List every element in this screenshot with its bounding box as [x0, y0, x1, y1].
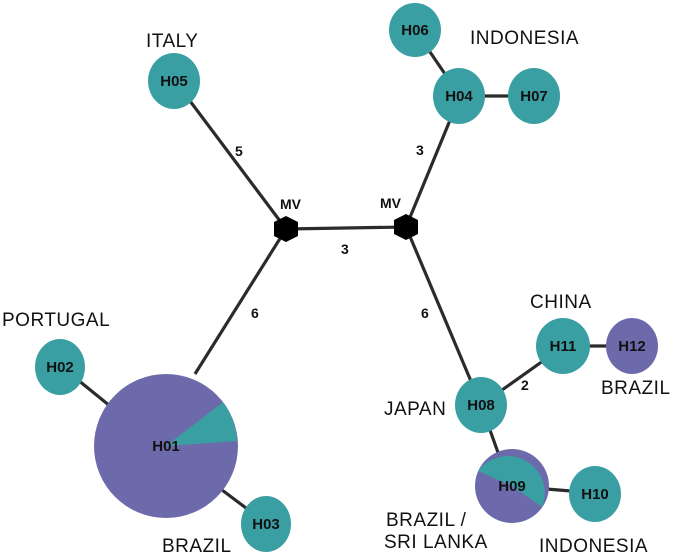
- haplotype-node-h05: H05: [148, 53, 200, 109]
- node-label-h07: H07: [520, 88, 548, 105]
- country-label-indonesia-bottom: INDONESIA: [539, 536, 648, 557]
- node-label-h06: H06: [401, 22, 429, 39]
- edge-label-mv2-h08: 6: [421, 305, 429, 321]
- country-label-brazil-h12: BRAZIL: [601, 378, 671, 399]
- node-label-h12: H12: [618, 338, 646, 355]
- haplotype-node-h09: H09: [475, 449, 549, 523]
- country-label-brazil-h01: BRAZIL: [162, 536, 232, 557]
- edge-mv1-h01: [193, 228, 288, 375]
- node-label-h09: H09: [498, 478, 526, 495]
- median-vector-1: [274, 216, 298, 242]
- country-label-japan: JAPAN: [384, 399, 446, 420]
- median-vectors: MV MV: [274, 195, 418, 242]
- edge-label-mv2-h04: 3: [416, 142, 424, 158]
- haplotype-node-h08: H08: [455, 377, 507, 433]
- haplotype-node-h03: H03: [241, 496, 291, 552]
- haplotype-node-h06: H06: [389, 3, 441, 57]
- haplotype-node-h04: H04: [433, 68, 485, 124]
- h09-pie-teal: [478, 455, 545, 507]
- h01-pie-teal: [166, 402, 237, 446]
- edge-mv1-h05: [173, 80, 288, 230]
- haplotype-node-h01: H01: [94, 374, 238, 518]
- edge-label-mv1-h01: 6: [251, 305, 259, 321]
- edge-label-mv1-mv2: 3: [341, 241, 349, 257]
- haplotype-node-h11: H11: [536, 318, 590, 374]
- haplotype-node-h12: H12: [606, 318, 658, 374]
- edge-label-mv1-h05: 5: [235, 143, 243, 159]
- node-label-h05: H05: [160, 73, 188, 90]
- edge-label-h08-h11: 2: [521, 377, 529, 393]
- node-label-h03: H03: [252, 516, 280, 533]
- haplotype-nodes: H02 H03 H04 H05 H06 H07 H08 H10: [35, 3, 658, 552]
- node-label-h04: H04: [445, 88, 473, 105]
- edge-mv2-h08: [404, 226, 483, 406]
- edge-labels: 3 5 3 6 6 2: [235, 142, 529, 393]
- node-label-h08: H08: [467, 397, 495, 414]
- country-label-brazil-sri-lanka-2: SRI LANKA: [384, 532, 488, 553]
- node-label-h01: H01: [152, 438, 180, 455]
- edge-mv1-mv2: [285, 225, 407, 231]
- haplotype-node-h07: H07: [508, 68, 560, 124]
- country-label-italy: ITALY: [146, 31, 198, 52]
- mv-label-2: MV: [380, 195, 402, 211]
- country-label-portugal: PORTUGAL: [2, 310, 110, 331]
- country-label-indonesia-top: INDONESIA: [470, 28, 579, 49]
- node-label-h11: H11: [550, 338, 577, 355]
- haplotype-node-h02: H02: [35, 339, 85, 395]
- country-label-brazil-sri-lanka-1: BRAZIL /: [386, 510, 467, 531]
- node-label-h10: H10: [581, 486, 609, 503]
- haplotype-node-h10: H10: [569, 466, 621, 522]
- node-label-h02: H02: [46, 359, 74, 376]
- mv-label-1: MV: [280, 196, 302, 212]
- country-label-china: CHINA: [530, 292, 592, 313]
- country-labels: ITALY INDONESIA PORTUGAL CHINA BRAZIL JA…: [2, 28, 671, 557]
- median-vector-2: [394, 214, 418, 240]
